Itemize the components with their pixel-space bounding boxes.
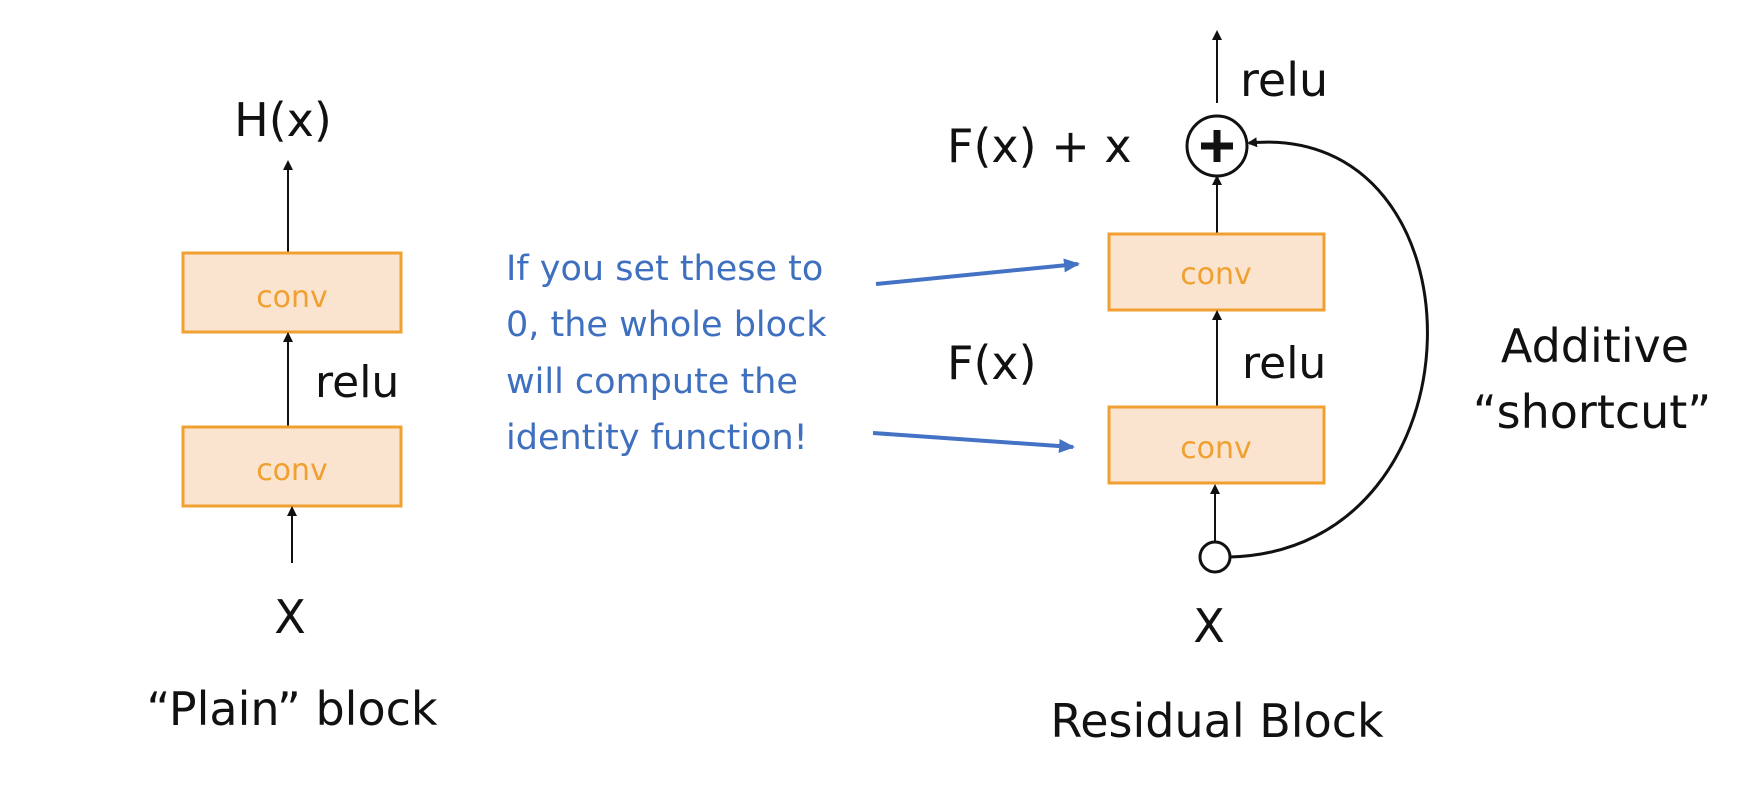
plain-conv-bottom-label: conv <box>256 453 328 488</box>
residual-caption: Residual Block <box>1050 694 1384 748</box>
residual-block: relu F(x) + x conv F(x) relu conv X Resi… <box>947 30 1711 748</box>
plain-conv-top-label: conv <box>256 280 328 315</box>
residual-conv-top-label: conv <box>1180 257 1252 292</box>
plain-caption: “Plain” block <box>146 682 437 736</box>
residual-output-relu-label: relu <box>1240 53 1328 107</box>
plain-block: H(x) conv relu conv X “Plain” block <box>146 93 437 736</box>
annotation: If you set these to 0, the whole block w… <box>506 249 1080 458</box>
residual-conv-top <box>1107 232 1326 312</box>
annotation-arrow-top <box>875 258 1080 286</box>
annotation-line-1: If you set these to <box>506 249 823 289</box>
annotation-line-3: will compute the <box>506 362 798 402</box>
plain-conv-bottom <box>181 425 403 508</box>
shortcut-label-line-1: Additive <box>1501 319 1689 373</box>
annotation-line-2: 0, the whole block <box>506 305 827 345</box>
plain-output-label: H(x) <box>234 93 332 147</box>
residual-relu-label: relu <box>1242 338 1326 389</box>
plain-relu-label: relu <box>315 357 399 408</box>
annotation-line-4: identity function! <box>506 418 808 458</box>
plain-input-label: X <box>274 590 306 644</box>
annotation-arrow-bottom <box>872 431 1075 454</box>
fx-label: F(x) <box>947 336 1037 390</box>
shortcut-connection <box>1229 137 1429 559</box>
plus-icon <box>1201 130 1233 162</box>
residual-conv-bottom-label: conv <box>1180 431 1252 466</box>
input-node <box>1198 540 1232 574</box>
sum-label: F(x) + x <box>947 119 1132 173</box>
shortcut-label-line-2: “shortcut” <box>1473 385 1711 439</box>
residual-input-label: X <box>1193 599 1225 653</box>
residual-conv-bottom <box>1107 405 1326 485</box>
